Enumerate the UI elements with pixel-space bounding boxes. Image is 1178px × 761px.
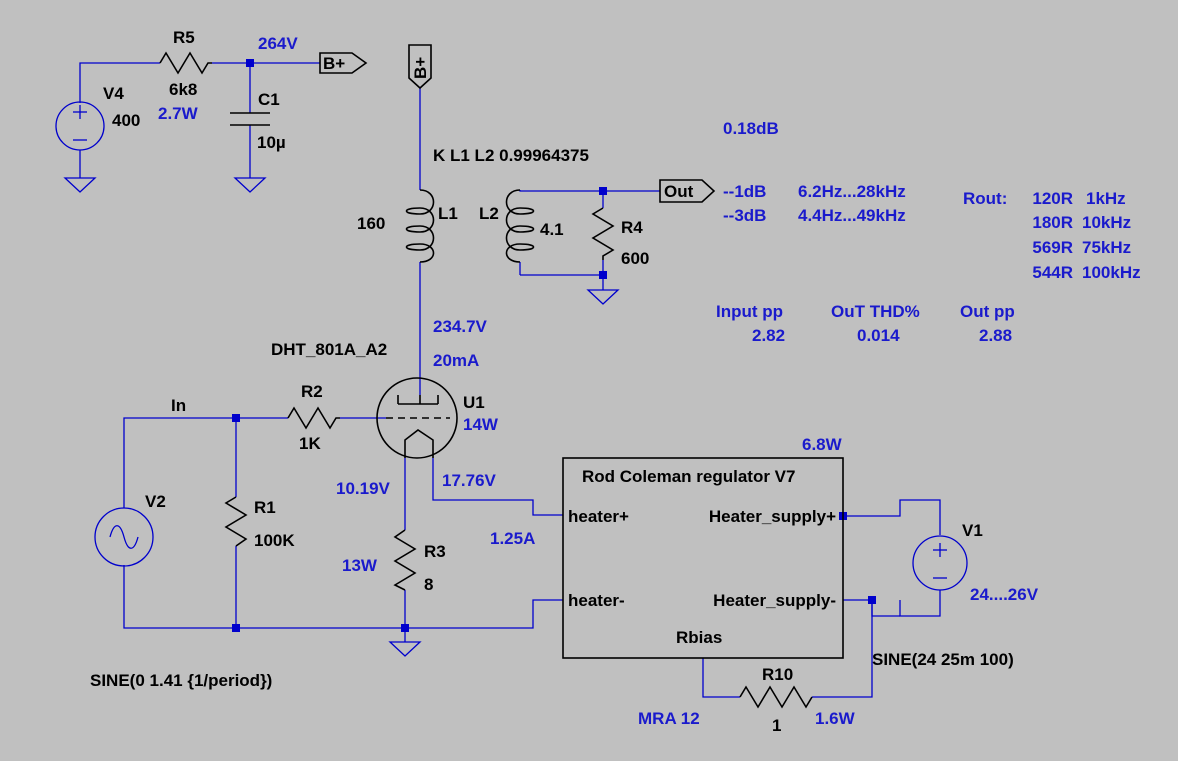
r10-power: 1.6W (815, 709, 856, 728)
pin-heater-minus: heater- (568, 591, 625, 610)
grid-voltage: 10.19V (336, 479, 391, 498)
rout-value-1: 120R (1032, 189, 1073, 208)
c1-name: C1 (258, 90, 280, 109)
resistor-r5 (159, 51, 212, 75)
v1-value: 24....26V (970, 585, 1039, 604)
regulator-block (562, 457, 844, 659)
r4-value: 600 (621, 249, 649, 268)
labels: V4 400 R5 6k8 2.7W 264V C1 10µ B+ B+ K L… (90, 28, 1141, 735)
capacitor-c1 (230, 112, 270, 126)
bw-3db-label: --3dB (723, 206, 766, 225)
ground-symbol-c1 (233, 177, 267, 193)
c1-value: 10µ (257, 133, 286, 152)
r3-value: 8 (424, 575, 433, 594)
r5-name: R5 (173, 28, 195, 47)
thd-value: 0.014 (857, 326, 900, 345)
coupling-directive: K L1 L2 0.99964375 (433, 146, 589, 165)
net-flag-bplus-out (319, 52, 368, 74)
resistor-r2 (287, 406, 340, 430)
v1-source: SINE(24 25m 100) (872, 650, 1014, 669)
v4-name: V4 (103, 84, 124, 103)
v1-name: V1 (962, 521, 983, 540)
pin-heater-plus: heater+ (568, 507, 629, 526)
filament-current: 1.25A (490, 529, 535, 548)
r5-value: 6k8 (169, 80, 197, 99)
tube-name: U1 (463, 393, 485, 412)
r10-model: MRA 12 (638, 709, 700, 728)
bw-3db-range: 4.4Hz...49kHz (798, 206, 906, 225)
regulator-power: 6.8W (802, 435, 843, 454)
pin-supply-plus: Heater_supply+ (709, 507, 836, 526)
r5-power: 2.7W (158, 104, 199, 123)
tube-model: DHT_801A_A2 (271, 340, 387, 359)
r1-value: 100K (254, 531, 295, 550)
resistor-r10 (739, 685, 813, 709)
net-flag-out (659, 179, 716, 203)
plate-current: 20mA (433, 351, 479, 370)
filament-voltage: 17.76V (442, 471, 497, 490)
ground-symbol-r3 (388, 641, 422, 657)
inductor-l1 (405, 189, 435, 263)
bw-1db-label: --1dB (723, 182, 766, 201)
thd-label: OuT THD% (831, 302, 920, 321)
resistor-r1 (224, 496, 248, 547)
rout-freq-4: 100kHz (1082, 263, 1141, 282)
pin-supply-minus: Heater_supply- (713, 591, 836, 610)
input-pp-value: 2.82 (752, 326, 785, 345)
ac-source-v2 (94, 507, 154, 567)
resistor-r3 (393, 529, 417, 591)
rout-value-4: 544R (1032, 263, 1073, 282)
dc-source-v4 (55, 101, 105, 151)
output-pp-label: Out pp (960, 302, 1015, 321)
resistor-r4 (591, 207, 615, 260)
l2-name: L2 (479, 204, 499, 223)
inductor-l2 (505, 189, 535, 263)
input-pp-label: Input pp (716, 302, 783, 321)
rout-label: Rout: (963, 189, 1007, 208)
v4-value: 400 (112, 111, 140, 130)
r1-name: R1 (254, 498, 276, 517)
rout-freq-2: 10kHz (1082, 213, 1131, 232)
regulator-title: Rod Coleman regulator V7 (582, 467, 795, 486)
bw-1db-range: 6.2Hz...28kHz (798, 182, 906, 201)
r4-name: R4 (621, 218, 643, 237)
bplus-node-voltage: 264V (258, 34, 298, 53)
dc-source-v1 (912, 535, 968, 591)
net-flag-bplus-in (408, 44, 432, 90)
r2-value: 1K (299, 434, 321, 453)
v2-name: V2 (145, 492, 166, 511)
plate-voltage: 234.7V (433, 317, 488, 336)
bplus-in-flag-label: B+ (411, 57, 430, 79)
r2-name: R2 (301, 382, 323, 401)
r10-value: 1 (772, 716, 781, 735)
l2-value: 4.1 (540, 220, 564, 239)
ground-symbol-v4 (63, 177, 97, 193)
bplus-out-flag-label: B+ (323, 54, 345, 73)
rout-freq-1: 1kHz (1086, 189, 1126, 208)
r3-power: 13W (342, 556, 378, 575)
l1-name: L1 (438, 204, 458, 223)
rout-freq-3: 75kHz (1082, 238, 1131, 257)
v2-source: SINE(0 1.41 {1/period}) (90, 671, 272, 690)
r10-name: R10 (762, 665, 793, 684)
gain-result: 0.18dB (723, 119, 779, 138)
triode-u1 (376, 377, 458, 459)
out-flag-label: Out (664, 182, 694, 201)
rout-value-3: 569R (1032, 238, 1073, 257)
ground-symbol-r4 (586, 289, 620, 305)
l1-value: 160 (357, 214, 385, 233)
output-pp-value: 2.88 (979, 326, 1012, 345)
pin-rbias: Rbias (676, 628, 722, 647)
net-in-label: In (171, 396, 186, 415)
r3-name: R3 (424, 542, 446, 561)
tube-power: 14W (463, 415, 499, 434)
rout-value-2: 180R (1032, 213, 1073, 232)
